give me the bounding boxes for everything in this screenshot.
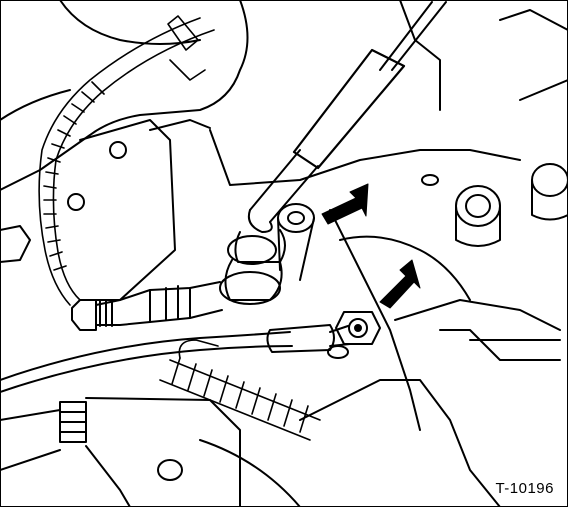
wiring-harness xyxy=(38,15,215,306)
lower-shift-cable xyxy=(0,324,351,393)
lower-left-bolt xyxy=(0,397,301,507)
threaded-connector xyxy=(71,281,223,331)
flexible-boot xyxy=(159,339,321,441)
ground-nut-terminal xyxy=(327,311,381,359)
figure-code-label: T-10196 xyxy=(493,480,556,497)
upper-right-stud xyxy=(421,163,568,247)
mounting-bracket xyxy=(0,119,211,301)
upper-shift-cable xyxy=(247,1,447,233)
cable-ball-socket xyxy=(219,203,315,305)
upper-arrow xyxy=(321,183,369,225)
transmission-housing xyxy=(209,0,568,507)
upper-engine-body xyxy=(0,0,249,191)
lower-arrow xyxy=(379,259,421,309)
